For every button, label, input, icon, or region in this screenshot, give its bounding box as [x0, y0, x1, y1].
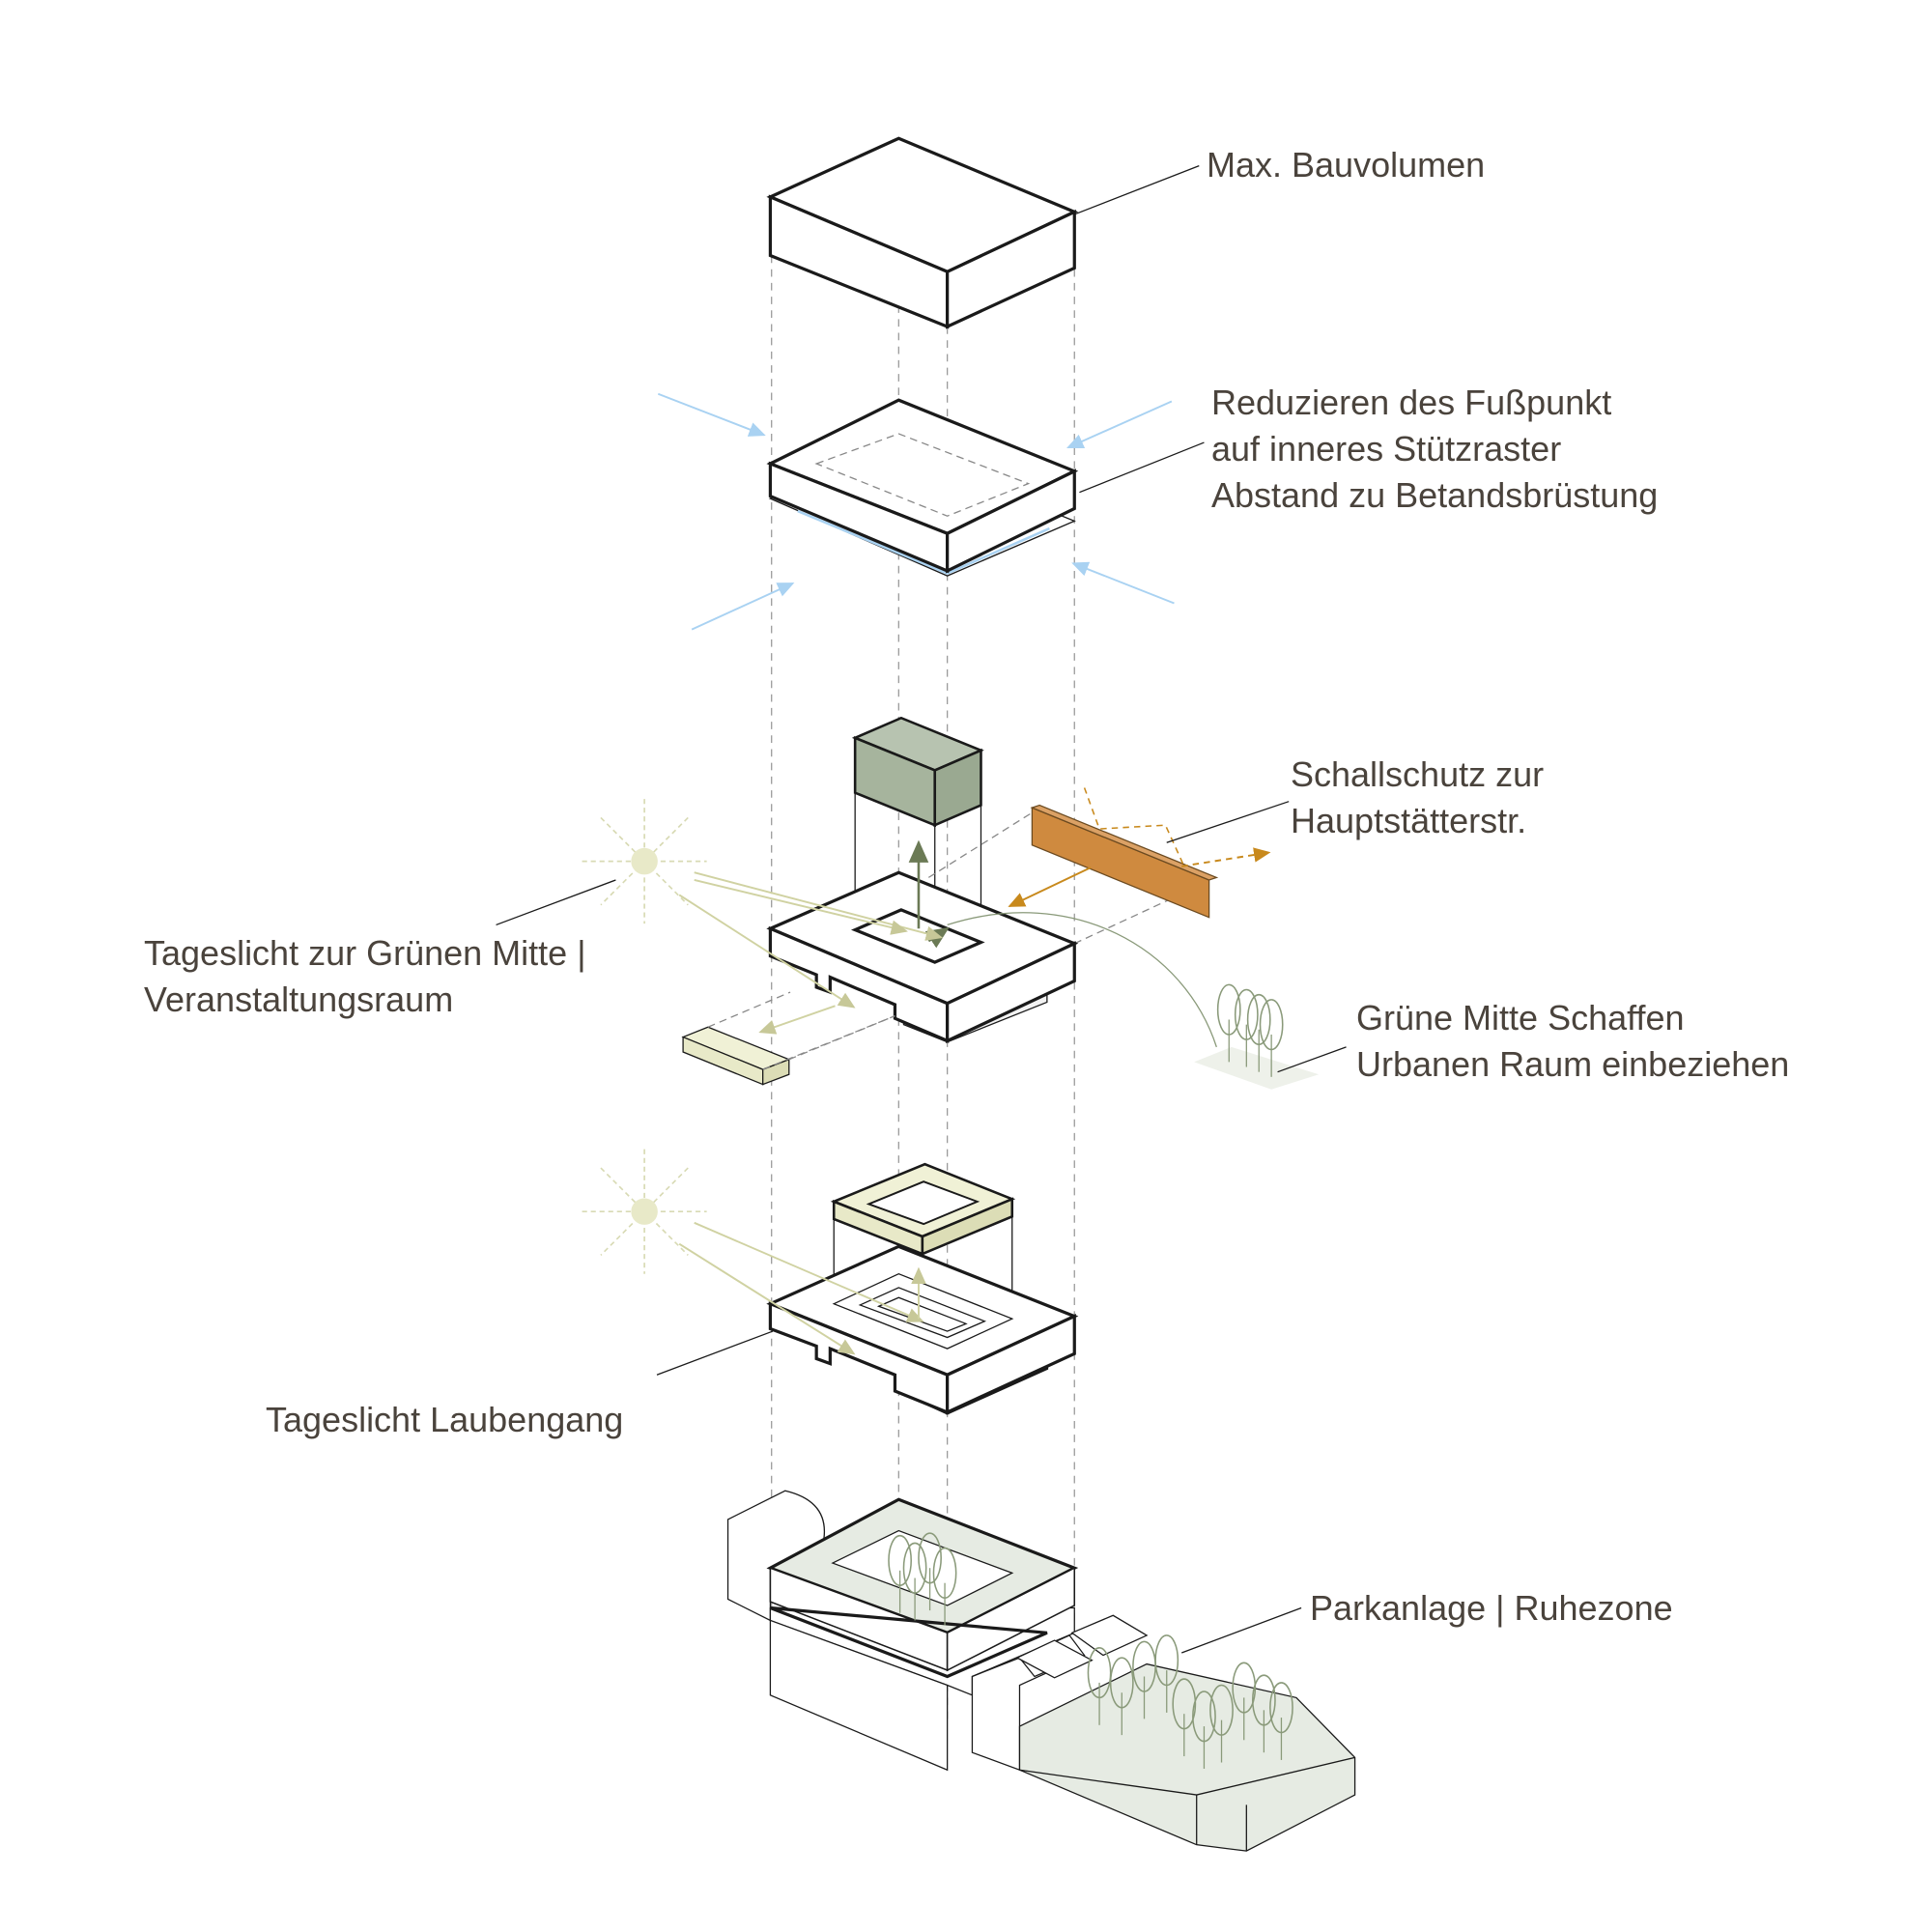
- label-green-center: Grüne Mitte Schaffen Urbanen Raum einbez…: [1356, 995, 1789, 1088]
- label-reduce-line1: Reduzieren des Fußpunkt: [1211, 383, 1612, 422]
- label-daylight-gallery: Tageslicht Laubengang: [266, 1400, 624, 1439]
- park-area: [1018, 1662, 1356, 1852]
- leader-max-volume: [1074, 165, 1200, 215]
- green-center-patch: [1194, 1046, 1320, 1090]
- leader-noise: [1166, 801, 1290, 843]
- label-reduce-footprint: Reduzieren des Fußpunkt auf inneres Stüt…: [1211, 380, 1658, 519]
- label-daylight-green-line1: Tageslicht zur Grünen Mitte |: [144, 933, 586, 973]
- label-green-center-line1: Grüne Mitte Schaffen: [1356, 998, 1685, 1037]
- max-volume-block: [766, 136, 1079, 329]
- noise-arrow-out: [1181, 847, 1271, 867]
- label-noise-line1: Schallschutz zur: [1291, 754, 1545, 794]
- reduced-footprint-slab: [766, 398, 1079, 577]
- leader-daylight-green: [496, 879, 616, 926]
- label-daylight-green-line2: Veranstaltungsraum: [144, 980, 454, 1019]
- courtyard-slab: [766, 870, 1079, 1043]
- label-noise-protection: Schallschutz zur Hauptstätterstr.: [1291, 752, 1544, 844]
- leader-daylight-gallery: [656, 1330, 774, 1376]
- daylight-arrows-1: [678, 871, 944, 1009]
- label-max-volume: Max. Bauvolumen: [1207, 145, 1486, 185]
- label-daylight-green: Tageslicht zur Grünen Mitte | Veranstalt…: [144, 930, 586, 1023]
- green-center-curve: [947, 912, 1217, 1048]
- daylight-arrows-2: [678, 1221, 926, 1355]
- label-park: Parkanlage | Ruhezone: [1310, 1588, 1673, 1628]
- sun-icon: [582, 799, 707, 924]
- label-reduce-line3: Abstand zu Betandsbrüstung: [1211, 475, 1659, 515]
- leader-green-center: [1277, 1046, 1347, 1073]
- label-noise-line2: Hauptstätterstr.: [1291, 801, 1527, 840]
- ring-volume: [830, 1162, 1016, 1256]
- label-reduce-line2: auf inneres Stützraster: [1211, 429, 1562, 469]
- ground-courtyard-slab: [766, 1497, 1079, 1679]
- event-projection: [707, 991, 895, 1070]
- compression-arrows: [657, 392, 1175, 631]
- noise-arrow-in: [1008, 867, 1092, 907]
- sun-icon: [582, 1149, 707, 1274]
- leader-park: [1180, 1606, 1302, 1654]
- noise-wall: [1030, 804, 1219, 919]
- event-volume-block: [681, 1026, 791, 1086]
- leader-reduce: [1079, 441, 1205, 494]
- label-green-center-line2: Urbanen Raum einbeziehen: [1356, 1044, 1790, 1084]
- green-volume-block: [851, 716, 984, 828]
